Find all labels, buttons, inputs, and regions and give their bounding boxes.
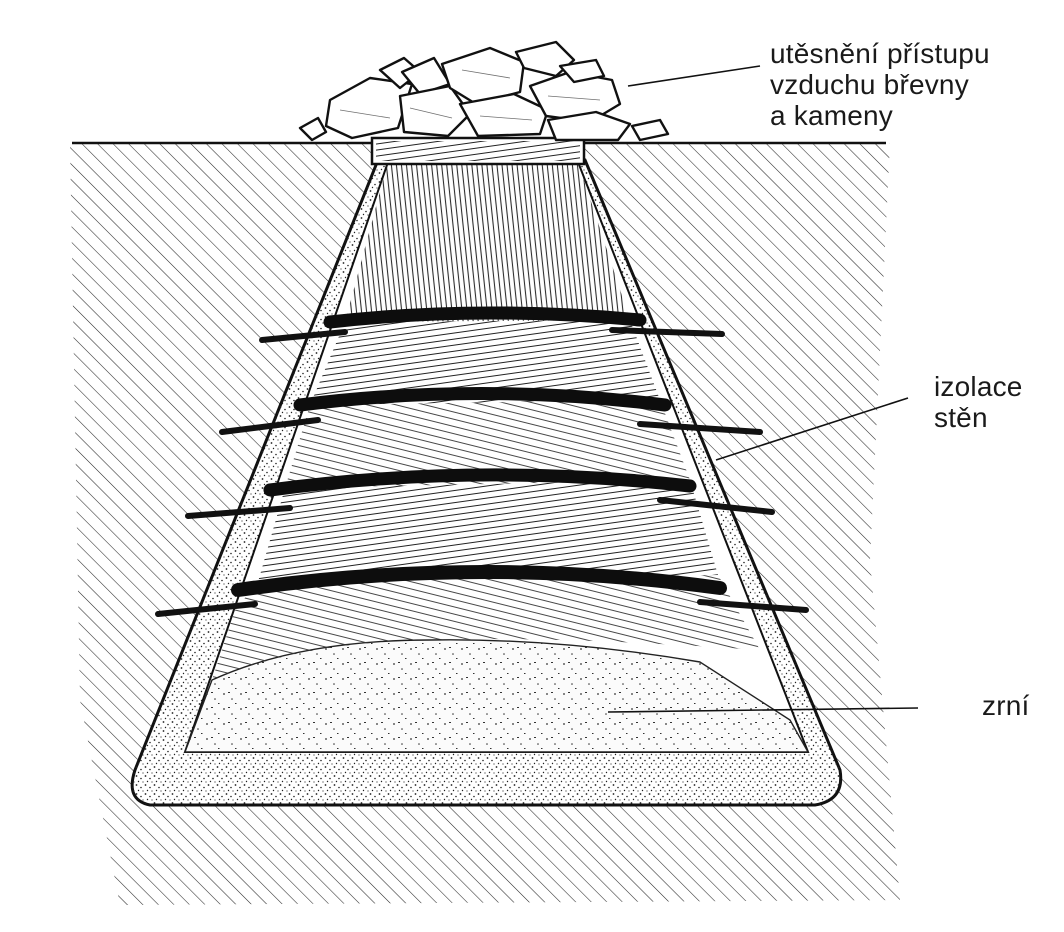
beam-bands (231, 306, 727, 597)
label-walls-line1: izolace (934, 371, 1023, 402)
straw-layers (212, 162, 760, 680)
label-grain: zrní (982, 690, 1030, 721)
label-walls-line2: stěn (934, 402, 988, 433)
wall-poles (155, 327, 809, 617)
label-sealing-line1: utěsnění přístupu (770, 38, 990, 69)
label-wall-insulation: izolace stěn (934, 371, 1023, 433)
sealing-stones (298, 40, 670, 142)
label-sealing-line2: vzduchu břevny (770, 69, 969, 100)
label-sealing: utěsnění přístupu vzduchu břevny a kamen… (770, 38, 990, 131)
label-sealing-line3: a kameny (770, 100, 893, 131)
leader-lines (607, 65, 919, 713)
